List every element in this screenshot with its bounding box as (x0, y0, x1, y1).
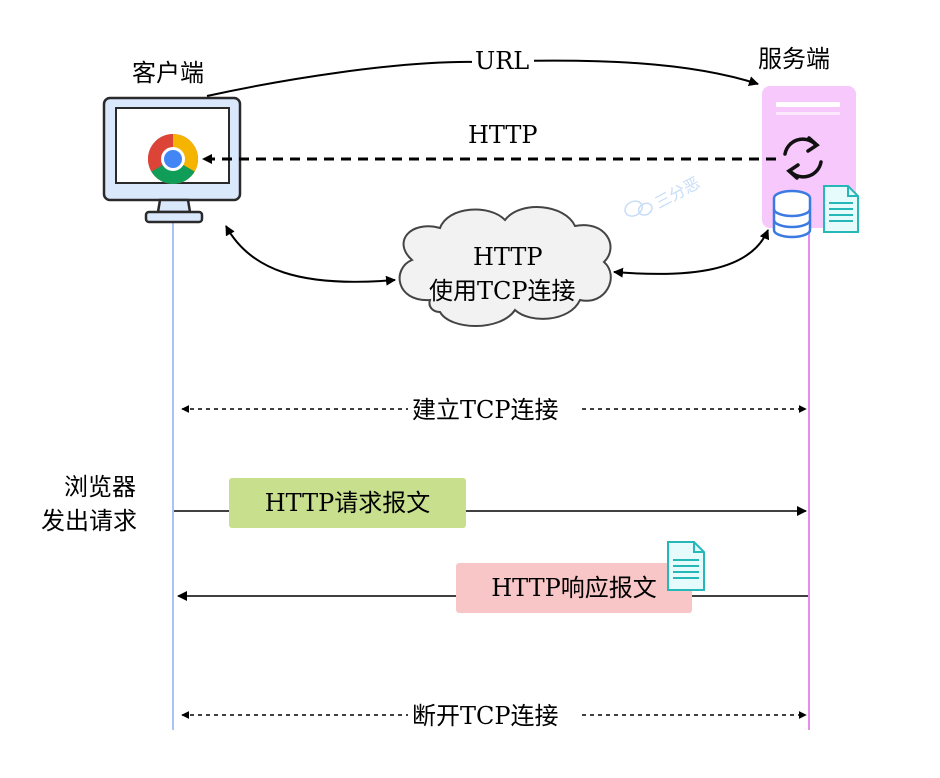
url-label: URL (475, 47, 530, 75)
document-icon (823, 185, 859, 233)
chrome-icon (148, 134, 198, 184)
response-document-icon (667, 541, 705, 591)
http-label: HTTP (468, 121, 538, 149)
watermark: 三分恶 (624, 173, 703, 217)
database-icon (772, 189, 812, 239)
cloud-line1: HTTP (473, 243, 543, 271)
cloud-server-arrow (613, 229, 770, 278)
disconnect-label: 断开TCP连接 (412, 702, 559, 730)
client-cloud-arrow (225, 225, 396, 286)
cloud-line2: 使用TCP连接 (429, 277, 576, 305)
cloud-shape (398, 206, 612, 327)
request-label: HTTP请求报文 (264, 489, 431, 517)
browser-label-line1: 浏览器 (64, 473, 136, 501)
browser-label-line2: 发出请求 (41, 507, 137, 535)
response-chip-bg (456, 563, 692, 613)
connect-label: 建立TCP连接 (412, 396, 559, 424)
svg-text:三分恶: 三分恶 (652, 173, 703, 212)
response-label: HTTP响应报文 (491, 574, 657, 602)
sync-icon (783, 136, 823, 180)
server-label: 服务端 (758, 45, 830, 73)
request-chip-bg (229, 478, 466, 528)
client-label: 客户端 (132, 59, 204, 87)
